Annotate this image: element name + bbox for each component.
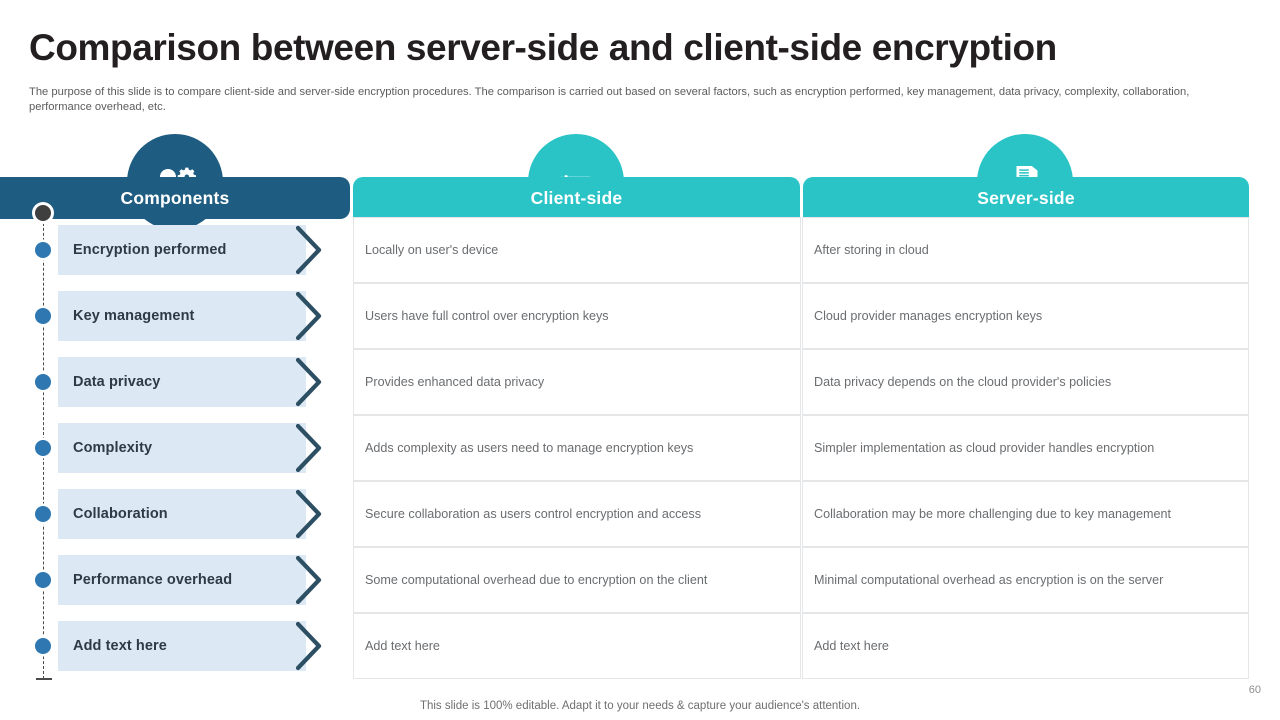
table-cell-client[interactable]: Adds complexity as users need to manage …: [353, 415, 801, 481]
cell-text: Locally on user's device: [365, 242, 499, 257]
chevron-right-icon: [294, 291, 328, 341]
cell-text: Secure collaboration as users control en…: [365, 506, 702, 521]
component-label: Collaboration: [73, 506, 168, 522]
table-cell-client[interactable]: Users have full control over encryption …: [353, 283, 801, 349]
component-row[interactable]: Performance overhead: [0, 547, 352, 613]
table-cell-server[interactable]: Data privacy depends on the cloud provid…: [802, 349, 1249, 415]
cell-text: Provides enhanced data privacy: [365, 374, 545, 389]
table-cell-server[interactable]: Cloud provider manages encryption keys: [802, 283, 1249, 349]
cell-text: Add text here: [814, 638, 889, 653]
component-label: Performance overhead: [73, 572, 233, 588]
component-row[interactable]: Complexity: [0, 415, 352, 481]
component-label-pill[interactable]: Encryption performed: [58, 225, 306, 275]
timeline-node-dot: [35, 374, 51, 390]
cell-text: Some computational overhead due to encry…: [365, 572, 708, 587]
column-header-label: Client-side: [530, 187, 623, 208]
component-label: Data privacy: [73, 374, 161, 390]
column-header-server-side[interactable]: Server-side: [803, 177, 1249, 219]
timeline-node-dot: [35, 572, 51, 588]
timeline-start-dot: [35, 205, 51, 221]
timeline-node-dot: [35, 506, 51, 522]
cell-text: Add text here: [365, 638, 440, 653]
table-cell-client[interactable]: Add text here: [353, 613, 801, 679]
component-label-pill[interactable]: Collaboration: [58, 489, 306, 539]
component-label-pill[interactable]: Data privacy: [58, 357, 306, 407]
table-cell-server[interactable]: Collaboration may be more challenging du…: [802, 481, 1249, 547]
timeline-node-dot: [35, 440, 51, 456]
component-label-pill[interactable]: Performance overhead: [58, 555, 306, 605]
table-cell-client[interactable]: Locally on user's device: [353, 217, 801, 283]
cell-text: Minimal computational overhead as encryp…: [814, 572, 1164, 587]
component-label-pill[interactable]: Complexity: [58, 423, 306, 473]
component-row[interactable]: Encryption performed: [0, 217, 352, 283]
component-label: Complexity: [73, 440, 153, 456]
column-header-label: Server-side: [977, 187, 1075, 208]
chevron-right-icon: [294, 555, 328, 605]
component-label-pill[interactable]: Key management: [58, 291, 306, 341]
page-title: Comparison between server-side and clien…: [29, 27, 1057, 68]
timeline-end-cap: [36, 678, 52, 680]
chevron-right-icon: [294, 423, 328, 473]
component-label: Encryption performed: [73, 242, 227, 258]
table-cell-server[interactable]: Simpler implementation as cloud provider…: [802, 415, 1249, 481]
timeline-node-dot: [35, 242, 51, 258]
column-header-label: Components: [120, 187, 230, 208]
component-label: Key management: [73, 308, 195, 324]
column-header-client-side[interactable]: Client-side: [353, 177, 800, 219]
cell-text: Collaboration may be more challenging du…: [814, 506, 1172, 521]
cell-text: Simpler implementation as cloud provider…: [814, 440, 1155, 455]
component-row[interactable]: Key management: [0, 283, 352, 349]
chevron-right-icon: [294, 489, 328, 539]
page-number: 60: [1248, 684, 1261, 696]
timeline-node-dot: [35, 308, 51, 324]
component-row[interactable]: Collaboration: [0, 481, 352, 547]
table-cell-client[interactable]: Some computational overhead due to encry…: [353, 547, 801, 613]
chevron-right-icon: [294, 225, 328, 275]
table-cell-client[interactable]: Secure collaboration as users control en…: [353, 481, 801, 547]
column-header-components[interactable]: Components: [0, 177, 350, 219]
timeline-node-dot: [35, 638, 51, 654]
page-subtitle: The purpose of this slide is to compare …: [29, 86, 1190, 113]
cell-text: Cloud provider manages encryption keys: [814, 308, 1043, 323]
table-cell-client[interactable]: Provides enhanced data privacy: [353, 349, 801, 415]
table-cell-server[interactable]: After storing in cloud: [802, 217, 1249, 283]
cell-text: Data privacy depends on the cloud provid…: [814, 374, 1112, 389]
table-cell-server[interactable]: Add text here: [802, 613, 1249, 679]
footer-note: This slide is 100% editable. Adapt it to…: [419, 700, 861, 712]
component-row[interactable]: Add text here: [0, 613, 352, 679]
component-label-pill[interactable]: Add text here: [58, 621, 306, 671]
table-cell-server[interactable]: Minimal computational overhead as encryp…: [802, 547, 1249, 613]
chevron-right-icon: [294, 621, 328, 671]
component-label: Add text here: [73, 638, 167, 654]
cell-text: Users have full control over encryption …: [365, 308, 609, 323]
cell-text: Adds complexity as users need to manage …: [365, 440, 694, 455]
chevron-right-icon: [294, 357, 328, 407]
component-row[interactable]: Data privacy: [0, 349, 352, 415]
cell-text: After storing in cloud: [814, 242, 929, 257]
